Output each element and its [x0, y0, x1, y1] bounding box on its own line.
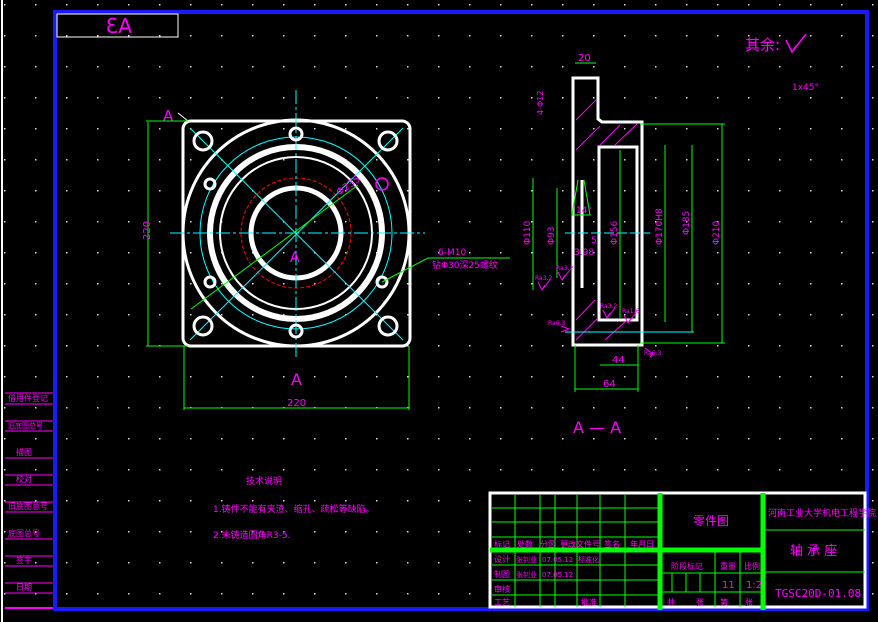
format-box: [56, 13, 179, 38]
note-1: 1.铸件不能有夹渣、缩孔、疏松等缺陷。: [213, 503, 375, 515]
strip-label: 底图总号: [8, 528, 40, 538]
weight-label: 重量: [720, 561, 736, 571]
title-block: 标记 处数 分区 更改文件号 签名 年月日 设计 张钊业 07.05.12 标准…: [488, 491, 876, 610]
roughness-ra1: Ra3.2: [535, 275, 552, 282]
row-cell: 标准化: [578, 555, 599, 564]
part-name: 轴 承 座: [790, 544, 837, 559]
strip-label: 校对: [16, 474, 32, 484]
center-label: A: [290, 250, 300, 266]
dim-d185: Φ185: [682, 211, 692, 235]
roughness-symbol-icon: [785, 33, 807, 54]
dim-d210: Φ210: [712, 220, 722, 245]
dim-20: 20: [578, 53, 591, 64]
dim-44: 44: [612, 355, 625, 366]
roughness-ra4: Ra1.6: [622, 308, 639, 315]
drawing-number: TGSC20D-01.08: [775, 587, 861, 600]
header-cell: 签名: [604, 539, 620, 549]
row-cell: 张钊业: [516, 570, 537, 579]
header-cell: 年月日: [630, 539, 654, 549]
section-mark-bottom: A: [291, 370, 302, 389]
header-cell: 标记: [494, 539, 510, 549]
dim-width: 220: [287, 398, 306, 409]
row-cell: 张钊业: [516, 555, 537, 564]
drawing-border: [53, 10, 869, 611]
roughness-ra3: Ra3.2: [600, 303, 617, 310]
section-mark-top: A: [163, 107, 174, 125]
bolt-holes: [192, 126, 399, 339]
row-cell: 07.05.12: [542, 571, 573, 579]
strip-label: 签字: [16, 555, 32, 565]
side-strip: 借用件登记 旧底图总号 描图 校对 旧底图总号 底图总号 签字 日期: [5, 392, 53, 609]
row-cell: 07.05.12: [542, 556, 573, 564]
row-cell: 制图: [494, 569, 510, 579]
strip-label: 描图: [16, 447, 32, 457]
dim-height: 220: [142, 221, 153, 240]
note-2: 2.未铸造圆角R3-5.: [213, 529, 290, 541]
row-cell: 设计: [494, 554, 510, 564]
roughness-ra6: Ra6.3: [644, 350, 661, 357]
scale-label: 比例: [744, 561, 760, 571]
drawing-type: 零件图: [693, 514, 729, 528]
roughness-note: 其余:: [745, 36, 780, 54]
roughness-ra5: Ra6.3: [548, 320, 565, 327]
dim-d170: Φ170H8: [655, 208, 665, 245]
sheets-total-label: 共: [667, 598, 675, 607]
chamfer-note: 1x45°: [792, 83, 819, 93]
strip-label: 旧底图总号: [8, 501, 48, 511]
section-view: Ra3.2 Ra3.2 Ra3.2 Ra1.6 Ra6.3 Ra6.3 20 4…: [523, 53, 725, 437]
stage-label: 阶段标记: [671, 561, 703, 571]
scale-value: 1:2: [746, 580, 762, 591]
row-cell: 审核: [494, 584, 510, 594]
row-cell: 批准: [581, 597, 597, 607]
dim-64: 64: [603, 379, 616, 390]
dim-angle: 14°: [576, 206, 592, 216]
strip-label: 旧底图总号: [8, 421, 43, 430]
dim-d110: Φ110: [523, 220, 533, 245]
thread-callout: 6-M10: [438, 248, 466, 258]
strip-label: 日期: [16, 583, 32, 592]
sheet-no-label: 第: [720, 597, 728, 607]
header-cell: 分区: [540, 540, 556, 549]
header-cell: 更改文件号: [560, 539, 600, 549]
front-view: Φ235 A 6-M10 钻Φ30深25螺纹 A A 220 220: [142, 90, 510, 410]
notes-title: 技术说明: [246, 475, 282, 487]
dim-398: 3.98: [574, 248, 594, 258]
weight-value: 11: [722, 580, 735, 591]
section-title: A — A: [573, 418, 621, 437]
sheet-unit: 张: [745, 598, 753, 607]
dim-d93: Φ93: [547, 226, 557, 245]
row-cell: 工艺: [494, 598, 510, 607]
dim-5: 5: [591, 236, 597, 246]
dim-hole: 4-Φ12: [536, 91, 545, 115]
thread-depth: 钻Φ30深25螺纹: [432, 259, 498, 271]
roughness-symbols: [537, 269, 654, 358]
header-cell: 处数: [517, 539, 533, 549]
format-label: A3: [106, 14, 132, 38]
strip-label: 借用件登记: [8, 393, 48, 403]
roughness-ra2: Ra3.2: [556, 265, 573, 272]
sheets-unit: 张: [696, 598, 704, 607]
school-name: 河南工业大学机电工程学院: [768, 507, 876, 519]
dim-d156: Φ156: [610, 220, 620, 245]
